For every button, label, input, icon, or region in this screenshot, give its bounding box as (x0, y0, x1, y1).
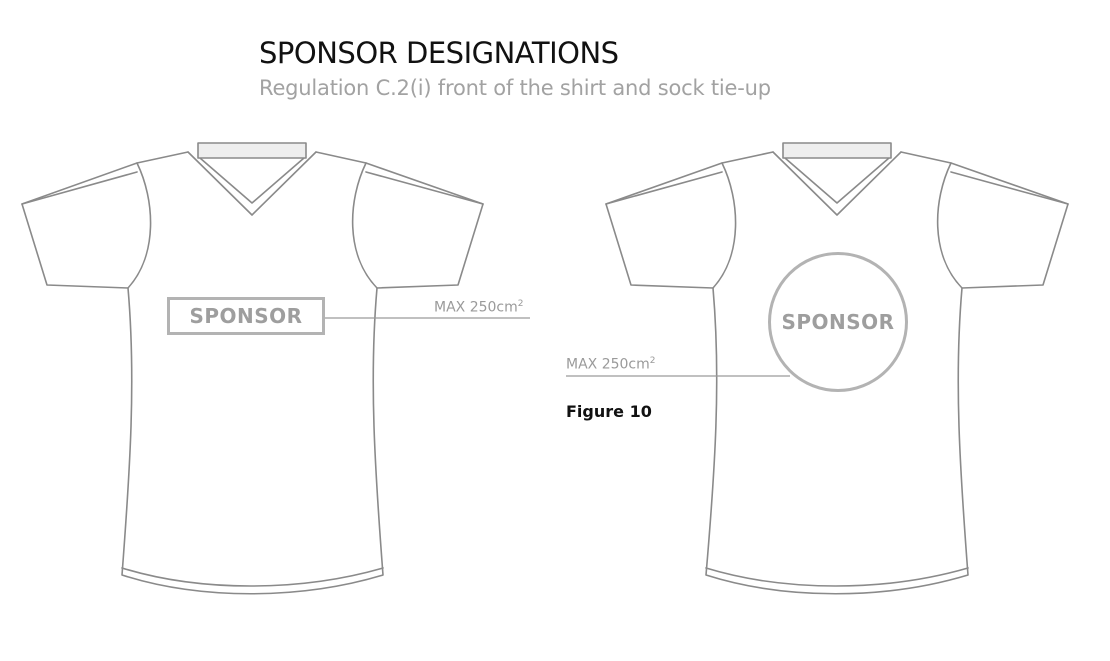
right-shirt-sleeve-band-right (950, 171, 1069, 205)
right-shirt-collar-outer (772, 151, 902, 216)
max-area-label-right: MAX 250cm2 (566, 356, 656, 373)
right-shirt-body (605, 151, 1069, 595)
right-shirt-armhole-left (712, 162, 737, 289)
right-shirt-collar-rib (782, 142, 892, 159)
right-shirt (605, 142, 1069, 595)
left-shirt-collar-outer (187, 151, 317, 216)
page-title: SPONSOR DESIGNATIONS (259, 36, 619, 70)
page-subtitle: Regulation C.2(i) front of the shirt and… (259, 76, 771, 100)
max-area-sup-left: 2 (517, 299, 524, 309)
right-shirt-armhole-right (936, 162, 963, 289)
left-shirt-armhole-left (127, 162, 152, 289)
left-shirt (21, 142, 484, 595)
right-shirt-collar-inner (784, 157, 890, 204)
left-shirt-sleeve-band-left (21, 171, 138, 205)
sponsor-circle: SPONSOR (768, 252, 908, 392)
left-shirt-collar-inner (199, 157, 305, 204)
right-shirt-hem (705, 567, 969, 587)
max-area-sup-right: 2 (649, 356, 656, 366)
max-area-text-right: MAX 250cm (566, 356, 650, 373)
left-shirt-collar-rib (197, 142, 307, 159)
dimension-lines (325, 317, 790, 377)
left-shirt-body (21, 151, 484, 595)
figure-caption: Figure 10 (566, 402, 652, 421)
sponsor-rectangle: SPONSOR (167, 297, 325, 335)
left-shirt-hem (121, 567, 384, 587)
right-shirt-sleeve-band-left (605, 171, 723, 205)
left-shirt-armhole-right (351, 162, 378, 289)
max-area-label-left: MAX 250cm2 (434, 299, 524, 316)
max-area-text-left: MAX 250cm (434, 299, 518, 316)
left-shirt-sleeve-band-right (365, 171, 484, 205)
